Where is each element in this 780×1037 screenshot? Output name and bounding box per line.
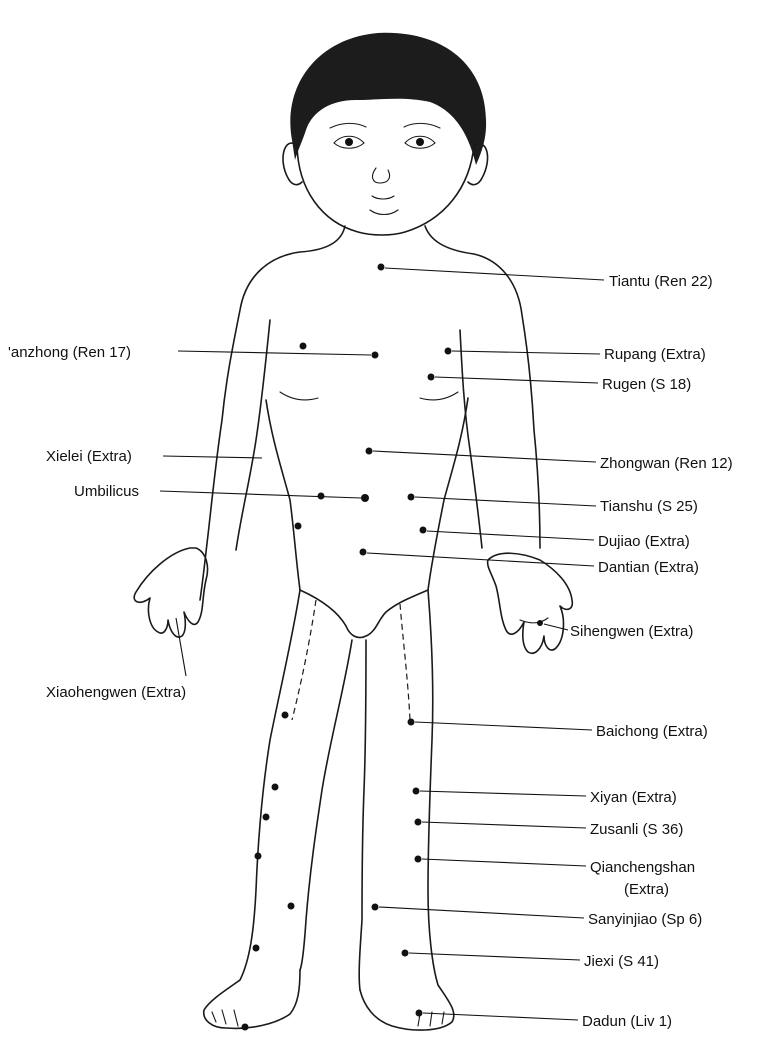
leader-baichong — [415, 722, 592, 730]
point-rupang — [445, 348, 452, 355]
leader-umbilicus — [160, 491, 361, 498]
point-left-sanyinjiao — [288, 903, 295, 910]
child-body-outline — [134, 33, 572, 1030]
point-left-baichong — [282, 712, 289, 719]
label-qianchengshan-2: (Extra) — [624, 881, 669, 898]
point-dantian — [360, 549, 367, 556]
point-zusanli — [415, 819, 422, 826]
label-xiyan: Xiyan (Extra) — [590, 789, 677, 806]
right-inguinal-dash — [400, 604, 410, 720]
torso-left — [200, 226, 345, 600]
right-brow — [404, 123, 440, 128]
label-rupang: Rupang (Extra) — [604, 346, 706, 363]
point-umbilicus — [361, 494, 369, 502]
label-dantian: Dantian (Extra) — [598, 559, 699, 576]
point-sihengwen — [537, 620, 543, 626]
left-leg-inner — [300, 640, 352, 970]
leader-sanyinjiao — [379, 907, 584, 918]
nose — [373, 168, 390, 183]
acupoint-dots — [242, 264, 544, 1031]
left-inner-arm — [236, 320, 270, 550]
point-tianshu — [408, 494, 415, 501]
leader-tanzhong — [178, 351, 371, 355]
point-left-zusanli — [263, 814, 270, 821]
point-left-xiyan — [272, 784, 279, 791]
point-qianchengshan — [415, 856, 422, 863]
left-leg-outer — [204, 590, 300, 1028]
point-dujiao — [420, 527, 427, 534]
right-leg-inner — [359, 640, 366, 990]
leader-qianchengshan — [422, 859, 586, 866]
point-baichong — [408, 719, 415, 726]
leader-dadun — [423, 1013, 578, 1020]
point-tiantu — [378, 264, 385, 271]
point-dadun — [416, 1010, 423, 1017]
point-xiyan — [413, 788, 420, 795]
face — [297, 145, 474, 235]
leader-dujiao — [427, 531, 594, 540]
label-tianshu: Tianshu (S 25) — [600, 498, 698, 515]
point-left-chest — [300, 343, 307, 350]
mouth — [372, 196, 394, 199]
right-chest-crease — [420, 392, 458, 400]
label-tiantu: Tiantu (Ren 22) — [609, 273, 713, 290]
left-brow — [330, 123, 366, 128]
leader-tiantu — [385, 268, 604, 280]
leader-tianshu — [415, 497, 596, 506]
label-xiaohengwen: Xiaohengwen (Extra) — [46, 684, 186, 701]
left-pupil — [345, 138, 353, 146]
label-sihengwen: Sihengwen (Extra) — [570, 623, 693, 640]
chin — [370, 210, 398, 215]
hair — [290, 33, 486, 165]
label-zusanli: Zusanli (S 36) — [590, 821, 683, 838]
point-left-dujiao — [295, 523, 302, 530]
label-qianchengshan-1: Qianchengshan — [590, 859, 695, 876]
torso-right — [425, 226, 540, 548]
label-baichong: Baichong (Extra) — [596, 723, 708, 740]
leader-dantian — [367, 553, 594, 566]
right-inner-arm — [460, 330, 482, 548]
right-pupil — [416, 138, 424, 146]
label-tanzhong: 'anzhong (Ren 17) — [8, 344, 131, 361]
leader-rupang — [452, 351, 600, 354]
left-chest-crease — [280, 392, 318, 400]
label-rugen: Rugen (S 18) — [602, 376, 691, 393]
point-left-jiexi — [253, 945, 260, 952]
label-jiexi: Jiexi (S 41) — [584, 953, 659, 970]
point-sanyinjiao — [372, 904, 379, 911]
left-hand — [134, 548, 207, 637]
label-dadun: Dadun (Liv 1) — [582, 1013, 672, 1030]
point-left-qianchengshan — [255, 853, 262, 860]
label-umbilicus: Umbilicus — [74, 483, 139, 500]
point-left-dadun — [242, 1024, 249, 1031]
label-dujiao: Dujiao (Extra) — [598, 533, 690, 550]
label-xielei: Xielei (Extra) — [46, 448, 132, 465]
point-tanzhong — [372, 352, 379, 359]
label-sanyinjiao: Sanyinjiao (Sp 6) — [588, 911, 702, 928]
right-hip — [428, 398, 468, 590]
label-zhongwan: Zhongwan (Ren 12) — [600, 455, 733, 472]
point-rugen — [428, 374, 435, 381]
leader-zhongwan — [373, 451, 596, 462]
groin — [300, 590, 428, 638]
leader-sihengwen — [544, 624, 568, 630]
leader-xiaohengwen — [176, 618, 186, 676]
leader-zusanli — [422, 822, 586, 828]
right-hand — [488, 553, 573, 653]
leader-xiyan — [420, 791, 586, 796]
leader-jiexi — [409, 953, 580, 960]
leader-rugen — [435, 377, 598, 383]
point-zhongwan — [366, 448, 373, 455]
right-leg-outer — [360, 590, 454, 1030]
labels: Tiantu (Ren 22) 'anzhong (Ren 17) Rupang… — [8, 273, 733, 1030]
left-toes — [212, 1010, 238, 1026]
leader-xielei — [163, 456, 262, 458]
point-jiexi — [402, 950, 409, 957]
